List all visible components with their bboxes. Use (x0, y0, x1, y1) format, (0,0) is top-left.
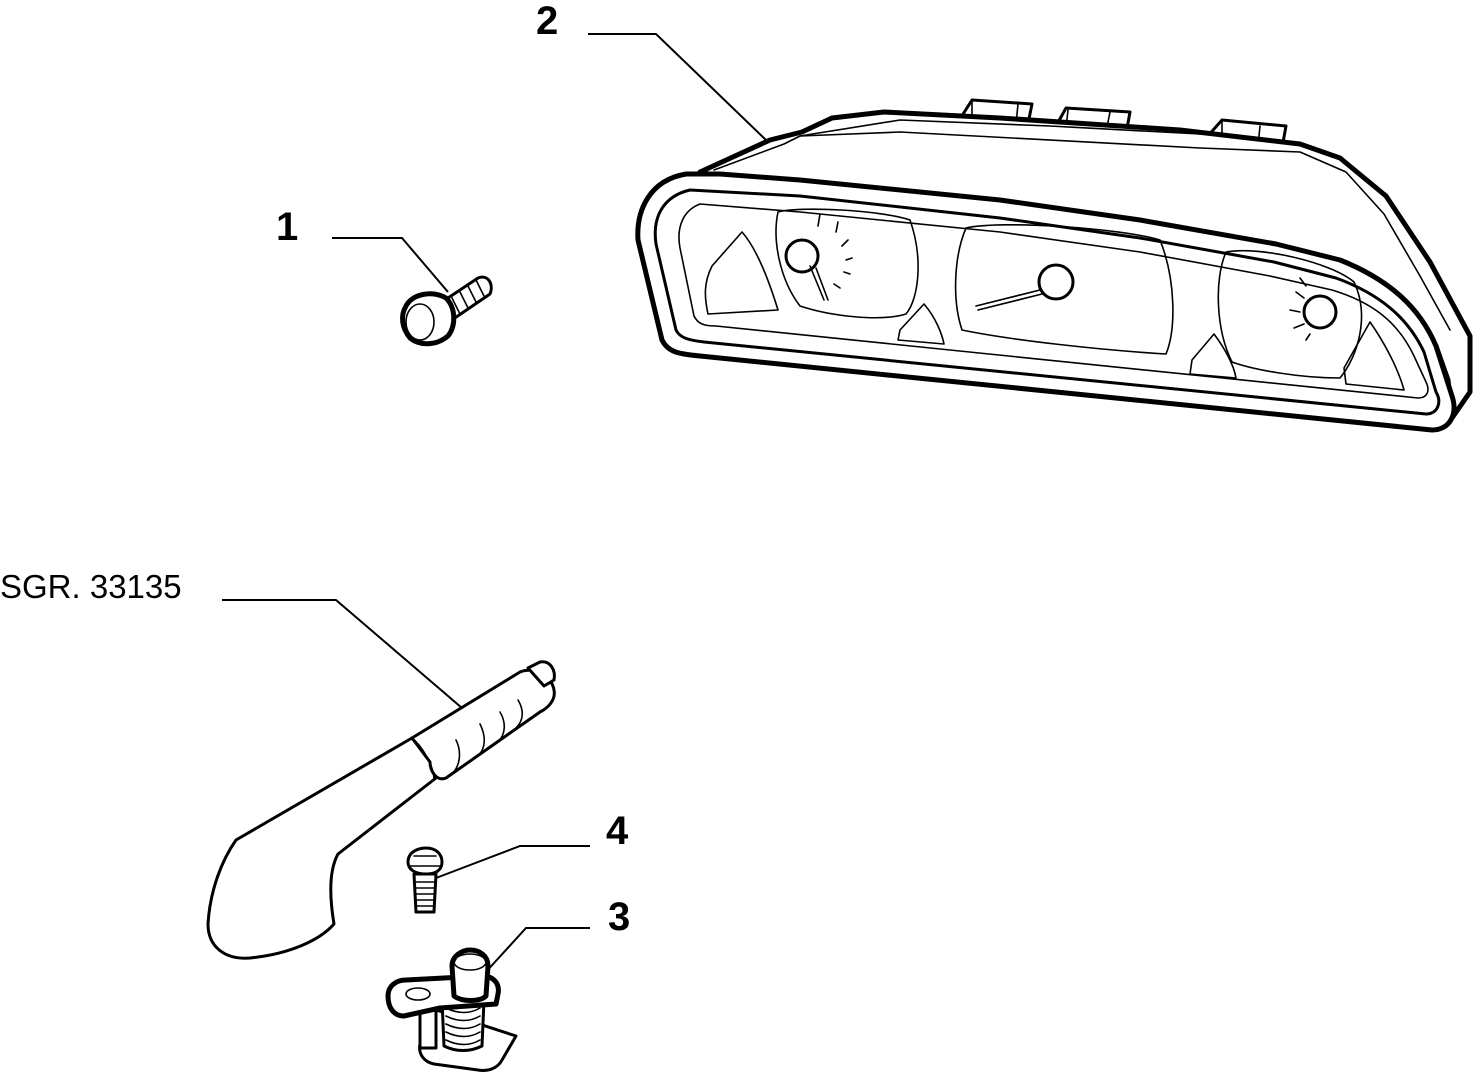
left-gauge-needle (809, 265, 829, 301)
left-gauge-ticks (817, 213, 853, 289)
callout-4-label: 4 (606, 809, 629, 853)
bracket-3-plunger (449, 947, 491, 1003)
callout-1-label: 1 (276, 205, 298, 249)
callout-3-label: 3 (608, 895, 630, 939)
screw-1-head-face (405, 303, 435, 341)
handbrake-lever-body (206, 736, 438, 960)
callout-2-label: 2 (536, 0, 558, 43)
right-gauge-needle-hub (1302, 294, 1338, 330)
cluster-front-bezel (635, 171, 1457, 433)
bolt-4-head (406, 846, 444, 876)
center-warning-light (897, 303, 945, 345)
right-gauge-bezel (1217, 249, 1363, 379)
instrument-cluster-part-2 (635, 98, 1473, 433)
handbrake-lever-sgr-33135 (206, 660, 556, 960)
handbrake-grip-ridges (451, 699, 524, 775)
leader-line-3 (483, 927, 590, 975)
handbrake-lever-grip (410, 668, 556, 781)
bracket-3-mount-hole (405, 987, 431, 1001)
bolt-part-4 (406, 846, 444, 914)
handbrake-collar (411, 737, 435, 781)
bolt-4-head-facets (409, 855, 441, 867)
screw-1-head (400, 291, 457, 347)
cluster-top-housing-edge (799, 119, 1201, 137)
bolt-4-thread (415, 881, 435, 907)
right-gauge-ticks (1289, 277, 1311, 341)
leader-line-1 (332, 237, 449, 293)
leader-line-2 (588, 33, 767, 141)
center-gauge-needle (975, 289, 1043, 311)
cluster-top-housing-inner (713, 131, 1451, 331)
left-warning-light (704, 231, 779, 315)
bracket-3-vertical-wall (418, 1008, 438, 1050)
left-gauge-bezel (775, 208, 919, 319)
center-gauge-bezel (954, 223, 1174, 355)
center-gauge-needle-hub (1037, 263, 1075, 301)
bracket-3-plunger-top (453, 953, 487, 971)
cluster-dial-face-outline (678, 203, 1429, 399)
screw-part-1 (400, 275, 493, 347)
leader-line-sgr (222, 599, 463, 709)
screw-1-thread (451, 279, 485, 315)
bracket-part-3 (385, 947, 518, 1072)
handbrake-release-button (526, 660, 556, 688)
right-side-indicator (1343, 321, 1405, 391)
bracket-3-spring-coils (445, 1007, 481, 1046)
leader-line-4 (435, 845, 590, 879)
bracket-3-spring-housing (440, 998, 486, 1052)
reference-sgr-label: SGR. 33135 (0, 568, 182, 605)
cluster-bezel-inner-rim (653, 188, 1441, 416)
right-warning-light (1189, 333, 1237, 379)
bolt-4-shank (412, 872, 438, 914)
left-gauge-needle-hub (784, 238, 820, 274)
